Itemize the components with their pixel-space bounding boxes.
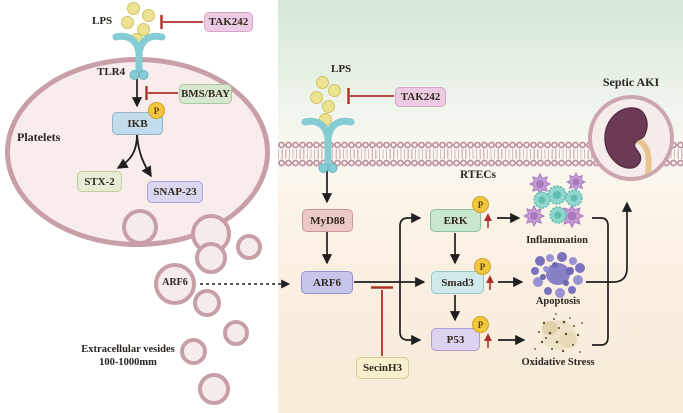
lipid-bilayer-membrane — [278, 141, 683, 167]
erk-node: ERK — [430, 209, 481, 232]
phospho-badge-smad3: P — [474, 258, 491, 275]
smad3-node: Smad3 — [431, 271, 484, 294]
secinh3-node: SecinH3 — [356, 357, 409, 379]
tlr4-receptor-icon — [112, 32, 166, 80]
lps-molecule — [127, 2, 140, 15]
ev-caption-line2: 100-1000mm — [99, 357, 157, 368]
inflammation-cells-icon — [522, 172, 586, 229]
kidney-icon — [604, 107, 652, 176]
apoptosis-cells-icon — [531, 252, 585, 298]
lps-molecule — [310, 91, 323, 104]
membrane-outer-leaflet — [278, 141, 683, 149]
membrane-inner-leaflet — [278, 159, 683, 167]
kidney-circle — [588, 95, 674, 181]
lps-molecule — [322, 100, 335, 113]
lps-label-platelet: LPS — [92, 15, 113, 27]
lps-molecule — [137, 23, 150, 36]
arf6-node: ARF6 — [301, 271, 353, 294]
phospho-badge-p53: P — [472, 316, 489, 333]
tak242-node-rtec: TAK242 — [395, 87, 446, 107]
extracellular-vesicle — [223, 320, 249, 346]
platelets-label: Platelets — [17, 130, 61, 144]
rtecs-label: RTECs — [460, 169, 497, 181]
ikb-node: IKB — [112, 112, 163, 135]
tlr4-label-platelet: TLR4 — [97, 66, 126, 78]
tlr4-receptor-icon — [301, 117, 355, 173]
phospho-badge-erk: P — [472, 196, 489, 213]
bms-bay-node: BMS/BAY — [179, 84, 232, 104]
p53-node: P53 — [431, 328, 480, 351]
oxidative-stress-icon — [534, 313, 583, 353]
lps-label-rtec: LPS — [331, 63, 352, 75]
phospho-badge-ikb: P — [148, 102, 165, 119]
budding-vesicle — [195, 242, 227, 274]
extracellular-vesicle — [180, 338, 207, 365]
oxidative-stress-label: Oxidative Stress — [521, 357, 595, 368]
lps-molecule — [121, 16, 134, 29]
extracellular-vesicle — [193, 289, 221, 317]
tak242-node-platelet: TAK242 — [204, 12, 253, 32]
apoptosis-label: Apoptosis — [535, 296, 581, 307]
inflammation-label: Inflammation — [526, 235, 588, 246]
ev-caption-line1: Extracellular vesides — [81, 344, 175, 355]
membrane-lipid-tails — [278, 149, 683, 159]
myd88-node: MyD88 — [302, 209, 353, 232]
extracellular-vesicle — [198, 373, 230, 405]
lps-molecule — [142, 9, 155, 22]
lps-molecule — [328, 84, 341, 97]
septic-aki-label: Septic AKI — [602, 75, 660, 89]
lps-molecule — [316, 76, 329, 89]
budding-vesicle — [122, 209, 158, 245]
budding-vesicle — [236, 234, 262, 260]
arf6-vesicle-label: ARF6 — [162, 277, 188, 288]
snap23-node: SNAP-23 — [147, 181, 203, 203]
arf6-vesicle — [154, 263, 196, 305]
stx2-node: STX-2 — [77, 171, 122, 192]
